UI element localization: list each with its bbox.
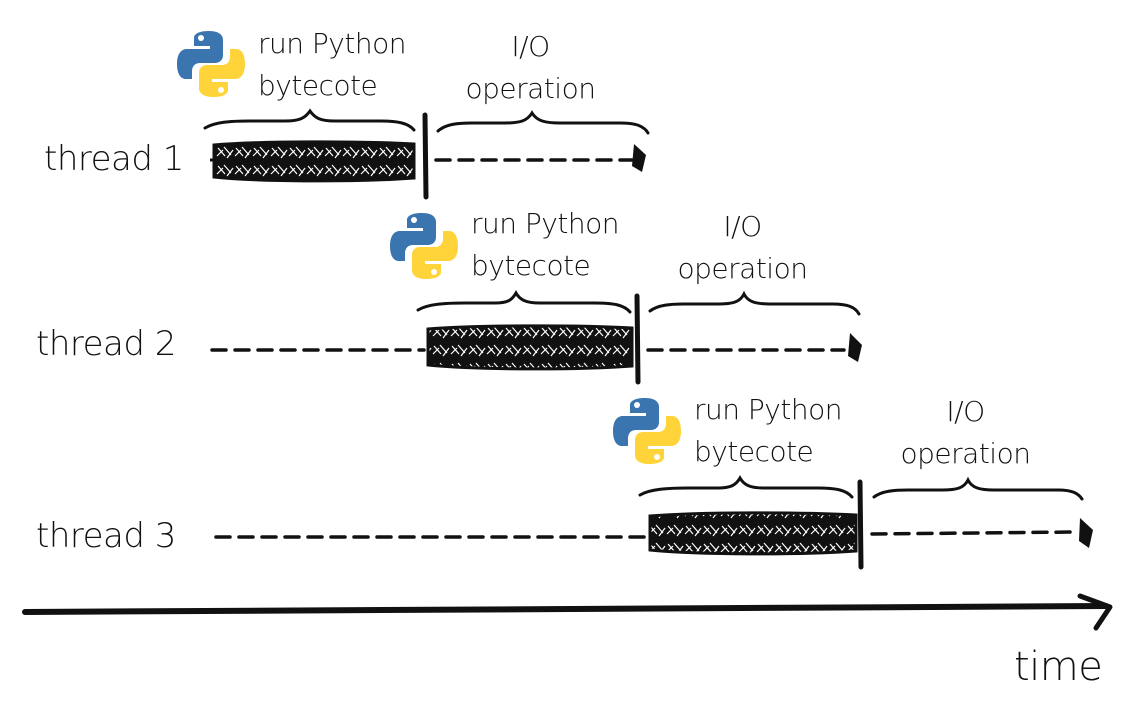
run-label-line-1: run Python <box>258 27 406 60</box>
time-axis-label: time <box>1014 644 1103 690</box>
thread-3-io-dashed-line <box>870 530 1078 536</box>
thread-3-label: thread 3 <box>36 516 176 556</box>
thread-3-run-annotation: run Python bytecote <box>694 389 842 473</box>
thread-2-end-mark <box>848 333 862 362</box>
io-label-line-2: operation <box>465 72 596 105</box>
thread-3-release-marker <box>857 479 864 570</box>
python-logo-icon <box>613 398 681 464</box>
run-label-line-2: bytecote <box>258 69 378 102</box>
run-label-line-2: bytecote <box>694 435 814 468</box>
thread-1-running-block <box>212 140 416 183</box>
thread-3-end-mark <box>1079 518 1093 548</box>
thread-1-release-marker <box>422 112 429 200</box>
thread-2-release-marker <box>634 293 641 385</box>
thread-1-timeline <box>203 108 650 200</box>
thread-1-end-mark <box>632 144 646 172</box>
run-label-line-1: run Python <box>694 393 842 426</box>
io-label-line-2: operation <box>677 252 808 285</box>
thread-1-label: thread 1 <box>44 139 184 179</box>
python-logo-icon <box>177 31 245 97</box>
run-label-line-1: run Python <box>471 207 619 240</box>
thread-1-run-annotation: run Python bytecote <box>258 23 406 107</box>
thread-2-label: thread 2 <box>36 324 176 364</box>
run-label-line-2: bytecote <box>471 249 591 282</box>
thread-1-run-brace <box>203 108 416 132</box>
thread-1-io-annotation: I/O operation <box>448 26 613 110</box>
thread-2-run-annotation: run Python bytecote <box>471 203 619 287</box>
time-axis-line <box>22 603 1109 615</box>
io-label-line-1: I/O <box>723 210 762 243</box>
io-label-line-2: operation <box>900 437 1031 470</box>
thread-2-io-brace <box>648 290 861 316</box>
io-label-line-1: I/O <box>946 395 985 428</box>
thread-2-run-brace <box>416 289 632 314</box>
thread-3-running-block <box>648 511 858 556</box>
thread-3-timeline <box>214 474 1093 570</box>
time-axis <box>22 593 1113 631</box>
thread-3-io-brace <box>872 476 1084 501</box>
thread-3-run-brace <box>638 474 854 499</box>
thread-2-timeline <box>210 289 862 385</box>
thread-3-io-annotation: I/O operation <box>883 391 1048 475</box>
thread-1-io-brace <box>436 110 650 135</box>
time-axis-arrowhead <box>1077 593 1113 631</box>
python-logo-icon <box>390 213 458 279</box>
thread-2-io-annotation: I/O operation <box>660 206 825 290</box>
io-label-line-1: I/O <box>511 30 550 63</box>
thread-2-running-block <box>426 324 634 371</box>
